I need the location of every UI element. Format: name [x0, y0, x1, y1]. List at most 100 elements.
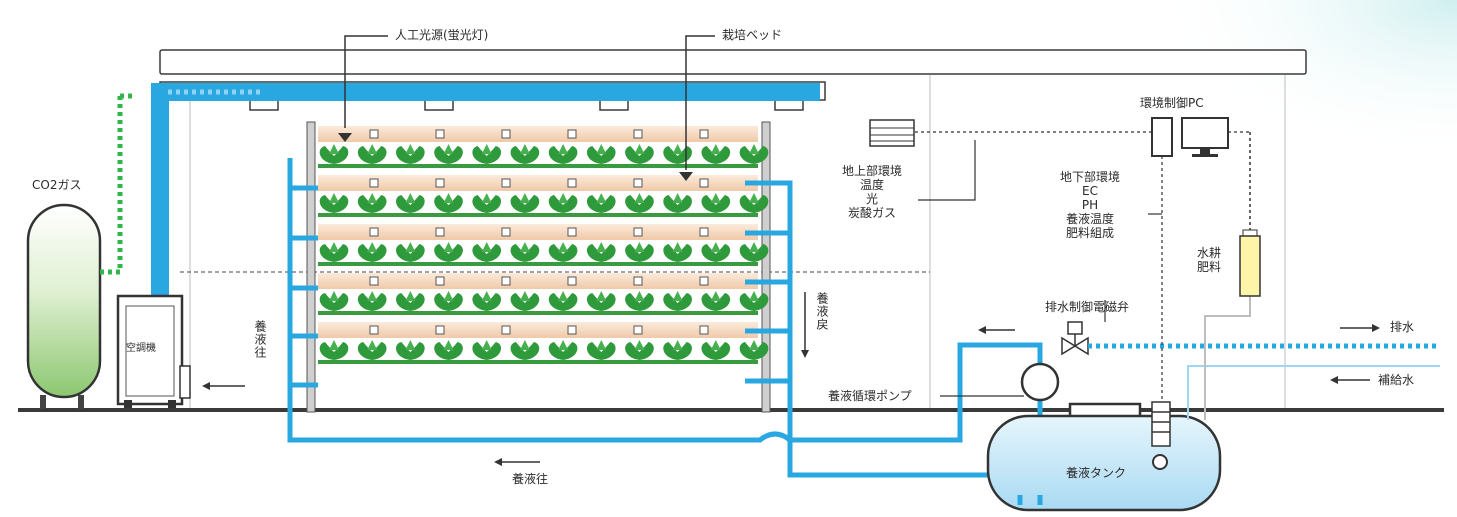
plant	[396, 146, 425, 164]
plant	[357, 293, 387, 311]
plant-leaf	[634, 291, 645, 301]
ground-line	[18, 408, 1444, 412]
cultivation-tiers	[318, 126, 769, 364]
label-artificial-light: 人工光源(蛍光灯)	[395, 28, 489, 42]
plant	[586, 195, 616, 213]
label-drain-valve: 排水制御電磁弁	[1045, 300, 1130, 314]
plant-leaf	[405, 242, 416, 252]
plant	[701, 195, 731, 213]
plant-leaf	[596, 144, 607, 154]
plant-leaf	[443, 340, 454, 350]
plant	[663, 195, 692, 213]
light-fixture	[699, 276, 709, 286]
plant-leaf	[443, 144, 454, 154]
plant-leaf	[367, 193, 378, 203]
control-wiring	[915, 131, 1250, 402]
plant-leaf	[329, 340, 339, 350]
light-fixture	[435, 129, 445, 139]
plant-leaf	[672, 193, 683, 203]
label-drain: 排水	[1390, 320, 1415, 334]
plant	[739, 195, 769, 213]
light-fixture	[633, 276, 643, 286]
circulation-pump	[1020, 362, 1060, 402]
plant-leaf	[634, 144, 645, 154]
plant	[625, 244, 654, 262]
light-strip	[318, 322, 758, 338]
plant	[663, 244, 692, 262]
plant	[663, 293, 692, 311]
plant	[548, 342, 578, 360]
root-env-fertilizer: 肥料組成	[1065, 226, 1114, 240]
label-co2-gas: CO2ガス	[32, 178, 82, 192]
plant-leaf	[749, 144, 759, 154]
plant	[586, 293, 616, 311]
plant-leaf	[443, 291, 454, 301]
light-fixture	[501, 178, 511, 188]
plant-leaf	[405, 340, 416, 350]
plant	[663, 146, 692, 164]
plant-leaf	[710, 144, 721, 154]
plant-leaf	[672, 340, 683, 350]
light-fixture	[567, 129, 577, 139]
ac-return-arrow	[202, 382, 245, 390]
plant-leaf	[481, 340, 492, 350]
plant	[357, 342, 387, 360]
plant	[739, 342, 769, 360]
light-fixture	[699, 129, 709, 139]
plant-leaf	[558, 193, 569, 203]
plant	[396, 293, 425, 311]
label-nutrient-flow-bottom: 養液往	[512, 472, 549, 486]
plant-leaf	[481, 242, 492, 252]
plant	[701, 244, 731, 262]
plant	[510, 342, 540, 360]
label-water-fertilizer: 水耕 肥料	[1184, 246, 1234, 274]
bed-shelf	[318, 213, 758, 217]
plant-leaf	[749, 340, 759, 350]
plant	[625, 293, 654, 311]
cultivation-rack	[306, 121, 771, 413]
light-fixture	[633, 227, 643, 237]
plant-leaf	[558, 144, 569, 154]
plant-leaf	[558, 242, 569, 252]
plant-leaf	[710, 242, 721, 252]
plant-leaf	[749, 193, 759, 203]
co2-dotted-pipe	[100, 96, 123, 275]
light-fixture	[369, 276, 379, 286]
plant-leaf	[367, 242, 378, 252]
ceiling-fixtures	[249, 100, 804, 111]
label-air-conditioner: 空調機	[126, 343, 156, 354]
bed-shelf	[318, 311, 758, 315]
tank-sensor-probe	[1151, 401, 1171, 447]
light-fixture	[567, 227, 577, 237]
root-env-solution-temp: 養液温度	[1065, 212, 1114, 226]
plant-leaf	[749, 291, 759, 301]
roof-top	[159, 49, 1307, 75]
plant	[434, 293, 463, 311]
light-fixture	[369, 178, 379, 188]
plant-leaf	[367, 144, 378, 154]
light-fixture	[699, 178, 709, 188]
plant	[434, 146, 463, 164]
light-fixture	[699, 227, 709, 237]
light-fixture	[633, 129, 643, 139]
label-cultivation-bed: 栽培ベッド	[722, 28, 783, 42]
light-fixture	[435, 325, 445, 335]
plant-leaf	[329, 291, 339, 301]
plant-leaf	[367, 340, 378, 350]
water-fertilizer-line1: 水耕	[1196, 246, 1221, 260]
plant	[396, 342, 425, 360]
plant	[701, 146, 731, 164]
plant-leaf	[443, 242, 454, 252]
fertilizer-cartridge	[1239, 132, 1261, 297]
plant	[434, 244, 463, 262]
plant-leaf	[329, 242, 339, 252]
plant	[319, 293, 349, 311]
plant	[739, 146, 769, 164]
above-ground-env-temp: 温度	[859, 178, 884, 192]
above-ground-env-title: 地上部環境	[841, 164, 902, 178]
drain-valve	[1061, 321, 1089, 356]
plant-leaf	[596, 193, 607, 203]
plant-leaf	[405, 144, 416, 154]
plant-leaf	[596, 291, 607, 301]
